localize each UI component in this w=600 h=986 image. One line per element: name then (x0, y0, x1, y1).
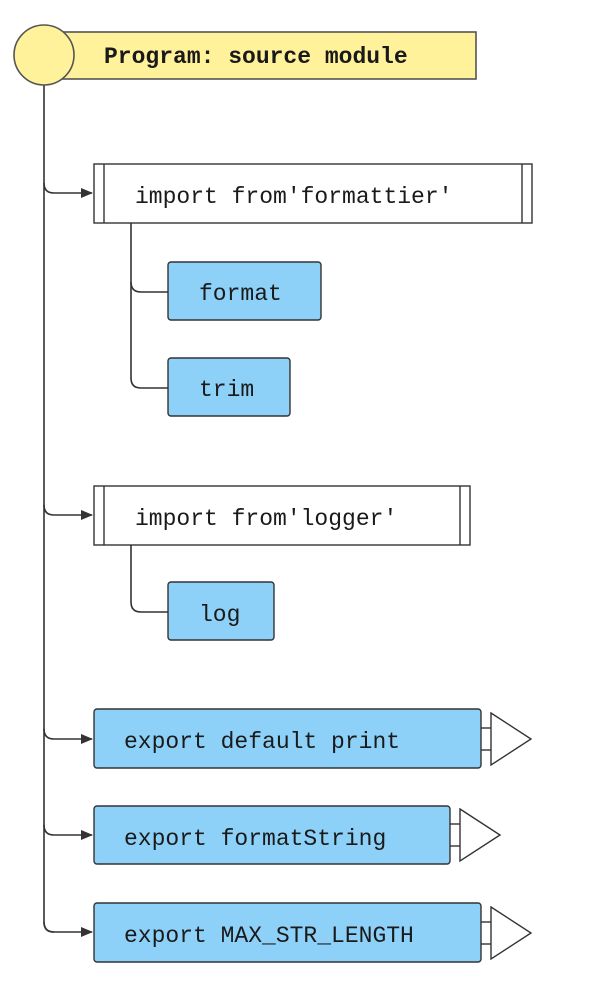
program-label-box (43, 31, 477, 80)
import-label-logger: import from'logger' (135, 506, 397, 532)
specifier-format: format (167, 261, 322, 321)
connector-import-formattier (43, 182, 93, 198)
export-arrow-icon (450, 807, 502, 863)
connector-export-max-str-length (43, 921, 93, 937)
connector-export-format-string (43, 824, 93, 840)
program-title: Program: source module (104, 44, 408, 70)
connector-import-logger (43, 504, 93, 520)
connector-export-default-print (43, 728, 93, 744)
export-node-max-str-length: export MAX_STR_LENGTH (43, 902, 533, 963)
specifier-label-trim: trim (199, 377, 254, 403)
specifier-connector-log (130, 545, 168, 613)
specifier-connector-format (130, 223, 168, 293)
import-node-formattier: import from'formattier' format trim (43, 163, 533, 417)
specifier-connector-trim (130, 282, 168, 389)
specifier-label-log: log (199, 602, 240, 628)
import-label-formattier: import from'formattier' (135, 184, 452, 210)
specifier-trim: trim (167, 357, 291, 417)
program-node: Program: source module (13, 24, 477, 86)
import-node-logger: import from'logger' log (43, 485, 471, 641)
export-arrow-icon (481, 711, 533, 767)
export-arrow-icon (481, 905, 533, 961)
spine-line (43, 82, 55, 933)
export-node-default-print: export default print (43, 708, 533, 769)
export-label-max-str-length: export MAX_STR_LENGTH (124, 923, 414, 949)
specifier-label-format: format (199, 281, 282, 307)
export-node-format-string: export formatString (43, 805, 502, 865)
program-start-circle (13, 24, 75, 86)
export-label-format-string: export formatString (124, 826, 386, 852)
export-label-default-print: export default print (124, 729, 400, 755)
specifier-log: log (167, 581, 275, 641)
